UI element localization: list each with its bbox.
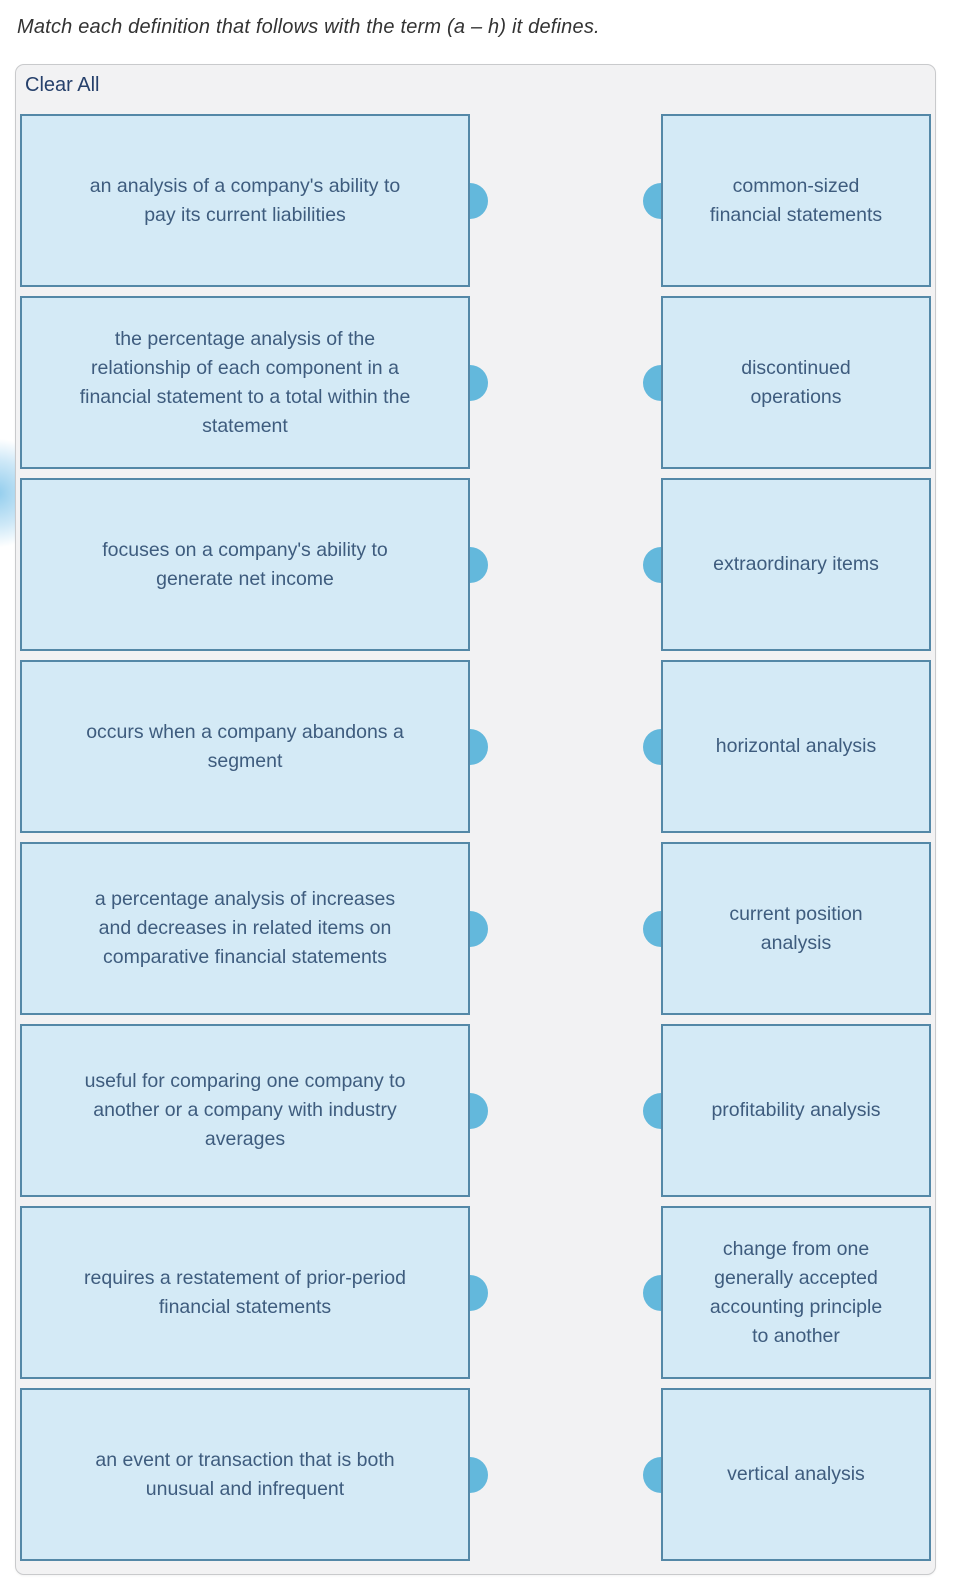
definition-text: occurs when a company abandons a segment — [86, 720, 404, 772]
match-row: focuses on a company's ability to genera… — [20, 478, 931, 651]
connector-handle-icon[interactable] — [643, 1092, 661, 1129]
definition-card[interactable]: the percentage analysis of the relations… — [20, 296, 488, 469]
connector-handle-icon[interactable] — [643, 1456, 661, 1493]
term-text: current position analysis — [729, 902, 863, 954]
term-text: vertical analysis — [727, 1463, 865, 1485]
definition-card[interactable]: occurs when a company abandons a segment — [20, 660, 488, 833]
term-card[interactable]: horizontal analysis — [643, 660, 931, 833]
term-text: profitability analysis — [711, 1099, 881, 1121]
connector-handle-icon[interactable] — [643, 182, 661, 219]
definition-card[interactable]: focuses on a company's ability to genera… — [20, 478, 488, 651]
match-row: a percentage analysis of increases and d… — [20, 842, 931, 1015]
term-card[interactable]: current position analysis — [643, 842, 931, 1015]
definition-card[interactable]: a percentage analysis of increases and d… — [20, 842, 488, 1015]
match-row: the percentage analysis of the relations… — [20, 296, 931, 469]
connector-handle-icon[interactable] — [470, 728, 488, 765]
term-text: horizontal analysis — [715, 735, 877, 757]
term-card[interactable]: discontinued operations — [643, 296, 931, 469]
connector-handle-icon[interactable] — [470, 1456, 488, 1493]
match-row: occurs when a company abandons a segment… — [20, 660, 931, 833]
definition-text: an event or transaction that is both unu… — [95, 1448, 395, 1500]
definition-text: an analysis of a company's ability to pa… — [89, 174, 401, 226]
definition-card[interactable]: an analysis of a company's ability to pa… — [20, 114, 488, 287]
term-card[interactable]: profitability analysis — [643, 1024, 931, 1197]
definition-text: useful for comparing one company to anot… — [84, 1070, 406, 1150]
match-row: an event or transaction that is both unu… — [20, 1388, 931, 1561]
definition-card[interactable]: useful for comparing one company to anot… — [20, 1024, 488, 1197]
definition-card[interactable]: requires a restatement of prior-period f… — [20, 1206, 488, 1379]
match-rows-container: an analysis of a company's ability to pa… — [20, 114, 931, 1561]
connector-handle-icon[interactable] — [643, 546, 661, 583]
match-row: useful for comparing one company to anot… — [20, 1024, 931, 1197]
definition-card[interactable]: an event or transaction that is both unu… — [20, 1388, 488, 1561]
match-row: an analysis of a company's ability to pa… — [20, 114, 931, 287]
term-text: discontinued operations — [741, 356, 851, 408]
term-card[interactable]: change from one generally accepted accou… — [643, 1206, 931, 1379]
connector-handle-icon[interactable] — [643, 910, 661, 947]
page-title: Match each definition that follows with … — [17, 16, 600, 38]
connector-handle-icon[interactable] — [470, 910, 488, 947]
connector-handle-icon[interactable] — [643, 728, 661, 765]
term-card[interactable]: common-sized financial statements — [643, 114, 931, 287]
matching-panel: Clear All an analysis of a company's abi… — [15, 64, 936, 1575]
definition-text: the percentage analysis of the relations… — [79, 327, 411, 437]
term-card[interactable]: extraordinary items — [643, 478, 931, 651]
connector-handle-icon[interactable] — [470, 182, 488, 219]
term-text: extraordinary items — [713, 553, 879, 575]
connector-handle-icon[interactable] — [470, 1092, 488, 1129]
clear-all-button[interactable]: Clear All — [25, 74, 100, 96]
connector-handle-icon[interactable] — [643, 364, 661, 401]
definition-text: a percentage analysis of increases and d… — [94, 888, 396, 968]
term-text: common-sized financial statements — [709, 174, 883, 226]
connector-handle-icon[interactable] — [470, 1274, 488, 1311]
connector-handle-icon[interactable] — [470, 546, 488, 583]
term-card[interactable]: vertical analysis — [643, 1388, 931, 1561]
definition-text: requires a restatement of prior-period f… — [84, 1266, 406, 1318]
match-row: requires a restatement of prior-period f… — [20, 1206, 931, 1379]
term-text: change from one generally accepted accou… — [709, 1237, 883, 1347]
connector-handle-icon[interactable] — [643, 1274, 661, 1311]
connector-handle-icon[interactable] — [470, 364, 488, 401]
definition-text: focuses on a company's ability to genera… — [102, 538, 388, 590]
